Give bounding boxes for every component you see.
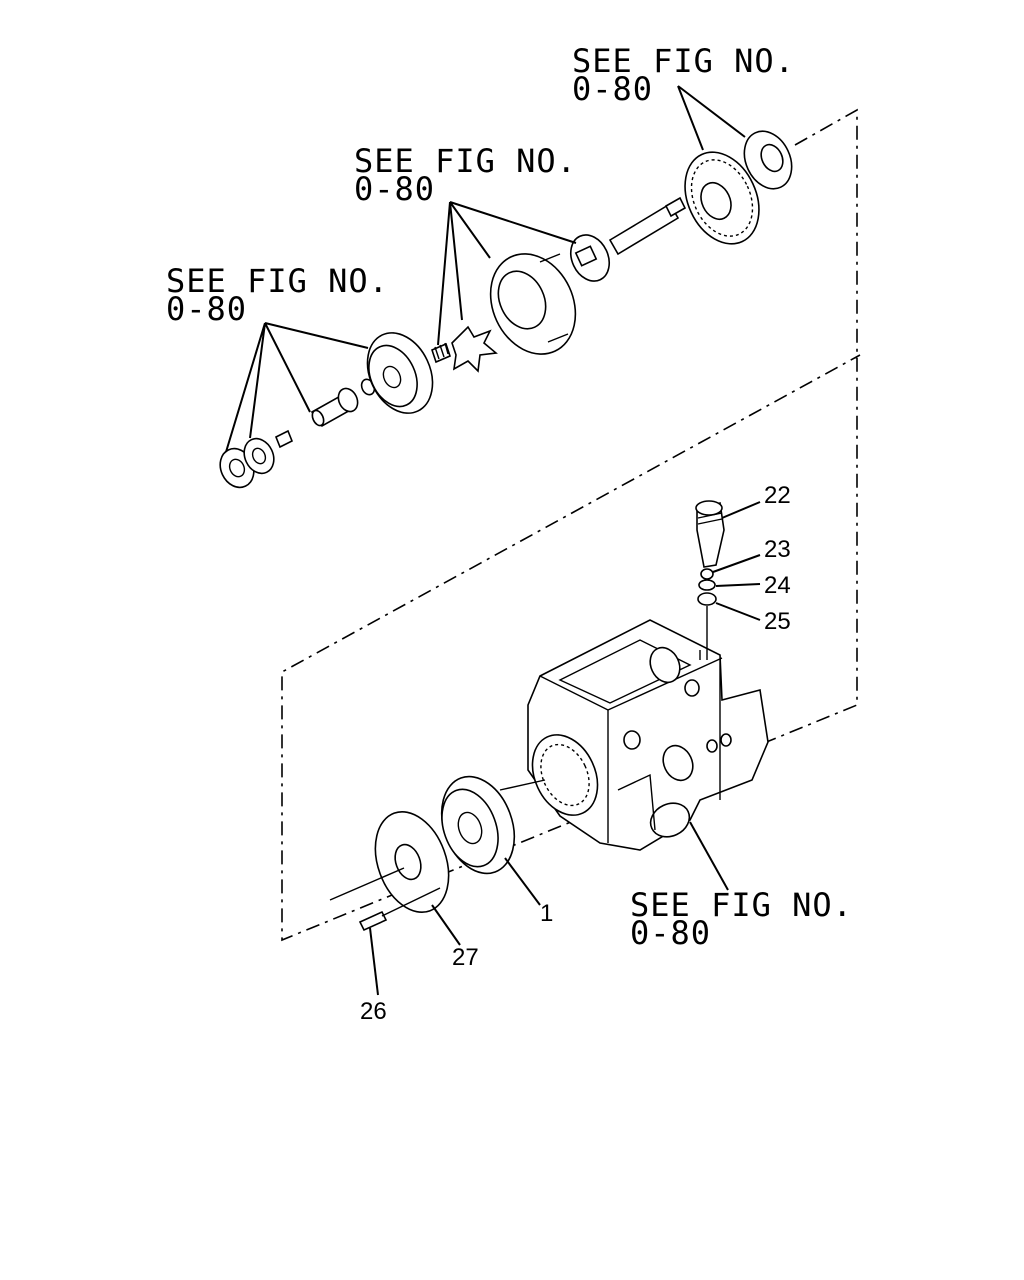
callout-leaders <box>369 501 761 996</box>
callout-24: 24 <box>764 572 791 599</box>
spring <box>431 342 451 364</box>
callout-22: 22 <box>764 482 791 509</box>
valve-fitting-22 <box>696 501 725 568</box>
housing-bore <box>531 734 599 816</box>
reference-line2: 0-80 <box>630 914 711 952</box>
upper-exploded-parts <box>219 130 793 489</box>
o-ring-24 <box>698 579 716 591</box>
screw-26 <box>358 910 388 932</box>
assembly-boundary <box>281 108 861 942</box>
input-shaft <box>608 202 680 256</box>
rotor-vanes <box>451 325 498 373</box>
reference-line1: SEE FIG NO. <box>354 142 577 180</box>
callout-25: 25 <box>764 608 791 635</box>
washer-b <box>243 437 275 475</box>
reference-line2: 0-80 <box>166 290 247 328</box>
reference-line2: 0-80 <box>572 70 653 108</box>
reference-label-top-left: SEE FIG NO. 0-80 <box>166 262 389 328</box>
callout-1: 1 <box>540 900 553 927</box>
callout-27: 27 <box>452 944 479 971</box>
reference-label-top-middle: SEE FIG NO. 0-80 <box>354 142 577 208</box>
reference-line1: SEE FIG NO. <box>166 262 389 300</box>
reference-label-top-right: SEE FIG NO. 0-80 <box>572 42 795 108</box>
pump-housing <box>527 619 769 851</box>
reference-line1: SEE FIG NO. <box>630 886 853 924</box>
callout-23: 23 <box>764 536 791 563</box>
o-ring-25 <box>697 592 717 606</box>
reference-label-bottom: SEE FIG NO. 0-80 <box>630 886 853 952</box>
reference-line1: SEE FIG NO. <box>572 42 795 80</box>
callout-26: 26 <box>360 998 387 1025</box>
valve-assembly <box>695 500 725 660</box>
reference-leaders-upper <box>225 85 746 453</box>
end-cover-parts <box>329 775 546 932</box>
valve-spring-23 <box>700 568 714 580</box>
reference-line2: 0-80 <box>354 170 435 208</box>
